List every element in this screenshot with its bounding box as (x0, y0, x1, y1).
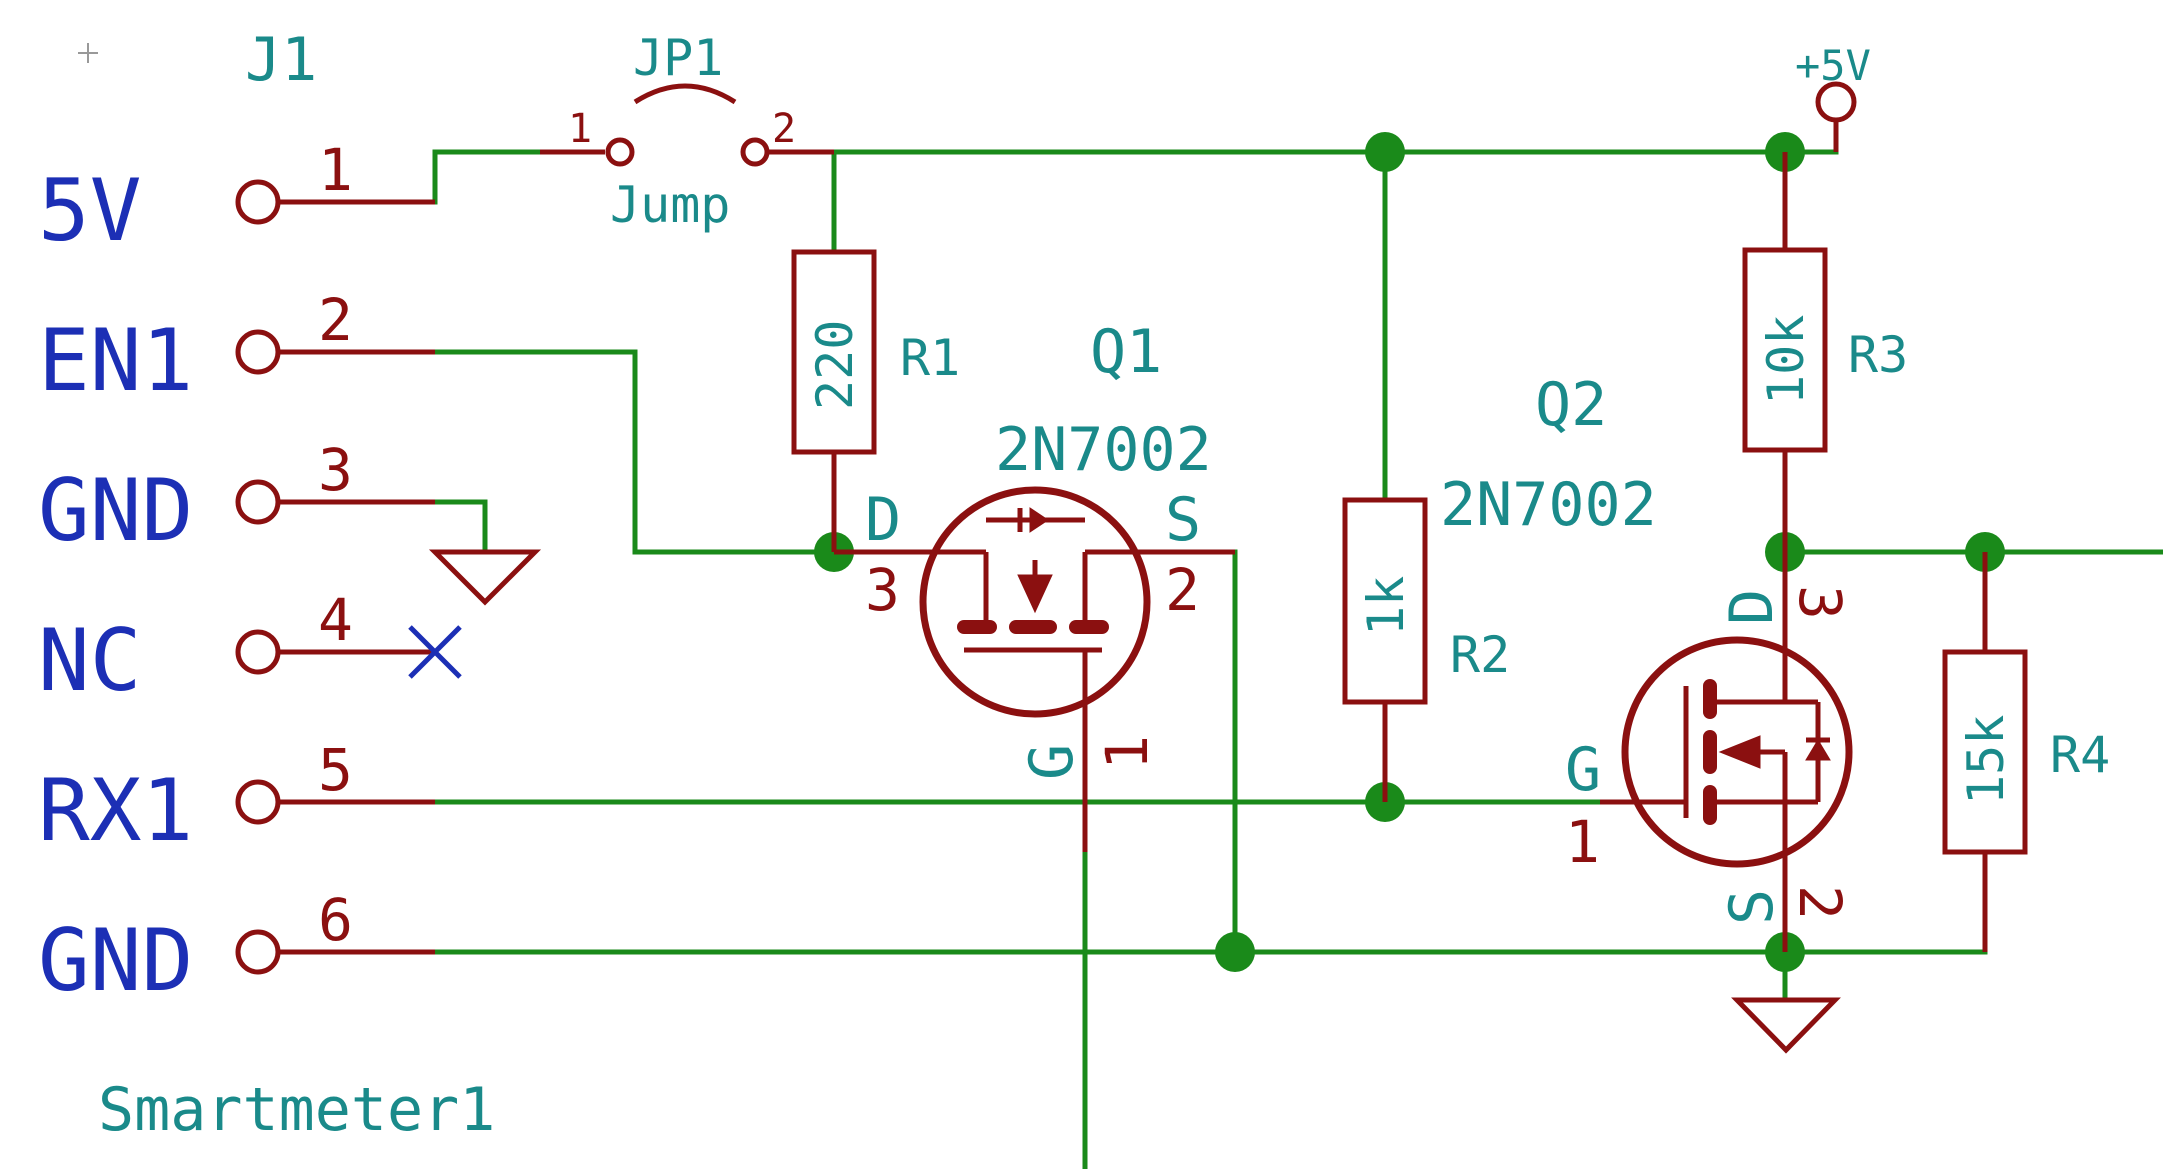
j1-value: Smartmeter1 (98, 1075, 495, 1145)
r3-value: 10k (1757, 315, 1815, 405)
j1-pin-5[interactable]: 5 RX1 (38, 736, 435, 861)
net-label-gnd: GND (38, 461, 193, 561)
j1-pin-number: 1 (318, 136, 353, 204)
power-flag-5v: +5V (1795, 41, 1871, 152)
resistor-r1[interactable]: 220 R1 (791, 249, 960, 552)
j1-pin-number: 3 (318, 436, 353, 504)
wire-en1[interactable] (432, 349, 837, 555)
junction (1365, 132, 1405, 172)
ground-symbol (428, 549, 542, 606)
q1-drain-label: D (865, 485, 901, 555)
net-label-nc: NC (38, 611, 142, 711)
q2-reference: Q2 (1535, 370, 1607, 440)
net-label-gnd: GND (38, 911, 193, 1011)
j1-pin-2[interactable]: 2 EN1 (38, 286, 435, 411)
resistor-r3[interactable]: 10k R3 (1742, 152, 1908, 552)
r1-value: 220 (806, 320, 864, 410)
q2-body (1621, 636, 1853, 868)
jumper-jp1[interactable]: JP1 1 2 Jump (540, 29, 834, 234)
connector-j1[interactable]: J1 1 5V 2 EN1 3 GND 4 NC (38, 25, 495, 1145)
j1-pin-3[interactable]: 3 GND (38, 436, 435, 561)
q2-drain-label: D (1717, 589, 1787, 625)
net-label-5v: 5V (38, 161, 142, 261)
q2-value: 2N7002 (1440, 470, 1657, 540)
q1-source-label: S (1165, 485, 1201, 555)
q1-gate-pin: 1 (1093, 735, 1161, 770)
q1-value: 2N7002 (995, 415, 1212, 485)
mosfet-q2[interactable]: Q2 2N7002 D 3 G 1 S 2 (1440, 370, 1854, 952)
wires (432, 149, 2163, 1169)
jumper-bridge (633, 83, 737, 105)
r2-reference: R2 (1450, 626, 1510, 684)
q2-source-pin: 2 (1786, 885, 1854, 920)
jp1-reference: JP1 (633, 29, 723, 87)
r3-reference: R3 (1848, 326, 1908, 384)
net-label-rx1: RX1 (38, 761, 193, 861)
q2-drain-pin: 3 (1786, 585, 1854, 620)
q1-source-pin: 2 (1165, 556, 1200, 624)
q2-gate-label: G (1565, 735, 1601, 805)
jp1-pin-2-number: 2 (772, 106, 796, 152)
wire-gnd-pin3[interactable] (432, 499, 488, 555)
origin-marker (78, 43, 98, 63)
q2-gate-pin: 1 (1565, 808, 1600, 876)
q2-source-label: S (1717, 889, 1787, 925)
j1-pin-number: 4 (318, 586, 353, 654)
r2-value: 1k (1357, 576, 1415, 636)
wire-5v-to-jp1[interactable] (432, 149, 543, 205)
r4-value: 15k (1957, 715, 2015, 805)
r4-reference: R4 (2050, 726, 2110, 784)
power-label: +5V (1795, 41, 1871, 90)
resistor-r2[interactable]: 1k R2 (1342, 497, 1510, 802)
j1-reference: J1 (245, 25, 317, 95)
net-label-en1: EN1 (38, 311, 193, 411)
j1-pin-number: 6 (318, 886, 353, 954)
junction (1215, 932, 1255, 972)
j1-pin-6[interactable]: 6 GND (38, 886, 435, 1011)
q1-reference: Q1 (1090, 317, 1162, 387)
no-connect-flag (408, 625, 462, 679)
q1-drain-pin: 3 (865, 556, 900, 624)
ground-symbol (1731, 997, 1841, 1054)
j1-pin-number: 2 (318, 286, 353, 354)
mosfet-q1[interactable]: Q1 2N7002 D S 3 2 G 1 (834, 317, 1235, 852)
q1-gate-label: G (1017, 744, 1087, 780)
resistor-r4[interactable]: 15k R4 (1942, 552, 2110, 952)
j1-pin-4[interactable]: 4 NC (38, 586, 462, 711)
q1-body (919, 486, 1151, 718)
j1-pin-1[interactable]: 1 5V (38, 136, 435, 261)
jp1-pin-1-number: 1 (568, 106, 592, 152)
j1-pin-number: 5 (318, 736, 353, 804)
r1-reference: R1 (900, 329, 960, 387)
jp1-value: Jump (610, 176, 730, 234)
